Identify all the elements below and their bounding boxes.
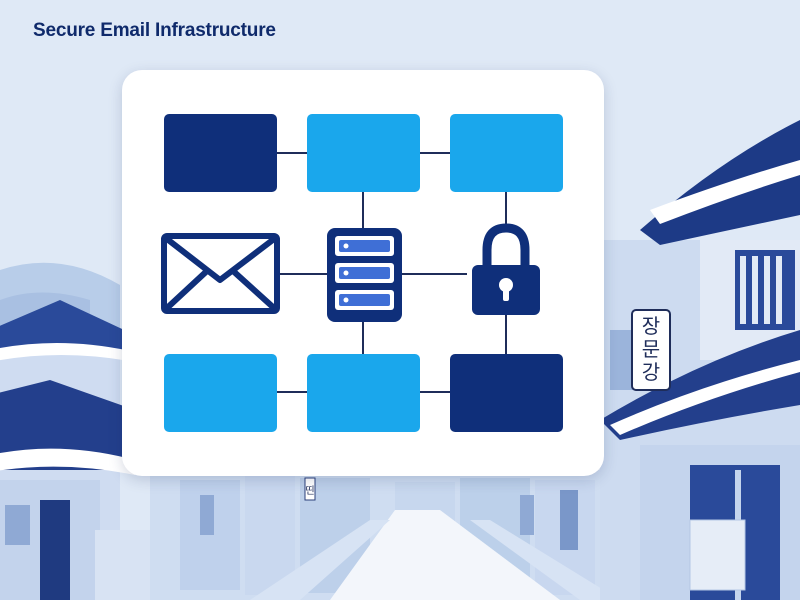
page-title: Secure Email Infrastructure — [33, 20, 276, 41]
email-infrastructure-diagram — [161, 114, 563, 432]
box-top-right — [450, 114, 563, 192]
street-sign-line-2: 문 — [642, 337, 660, 361]
street-sign-line-1: 장 — [642, 314, 660, 338]
connector-lines — [277, 152, 507, 393]
envelope-icon — [161, 233, 280, 314]
box-top-left — [164, 114, 277, 192]
street-sign — [631, 309, 671, 391]
small-sign-text: 띤 — [305, 485, 314, 497]
server-icon — [327, 228, 402, 322]
diagram-card — [122, 70, 604, 476]
lock-icon — [472, 223, 540, 315]
box-bottom-middle — [307, 354, 420, 432]
street-sign-line-3: 강 — [642, 360, 660, 384]
box-bottom-right — [450, 354, 563, 432]
box-top-middle — [307, 114, 420, 192]
box-bottom-left — [164, 354, 277, 432]
